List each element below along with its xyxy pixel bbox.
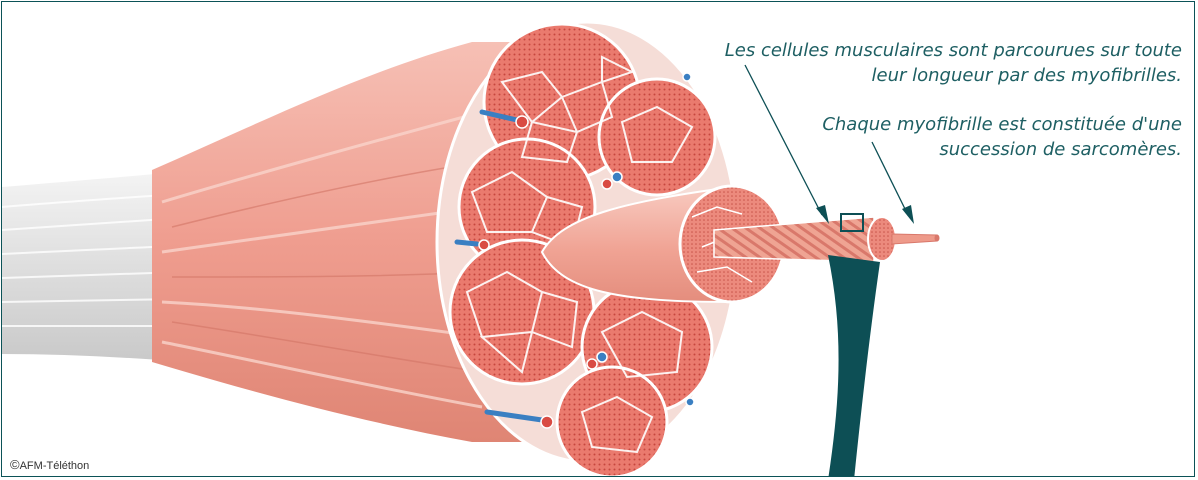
zoom-bracket: [828, 255, 880, 477]
copyright-icon: ©: [10, 457, 20, 472]
copyright-text: AFM-Téléthon: [20, 460, 90, 472]
annotation-myofibril: Chaque myofibrille est constituée d'une …: [822, 112, 1182, 162]
annotation-muscle-cells: Les cellules musculaires sont parcourues…: [725, 38, 1182, 88]
annotation-myofibril-line1: Chaque myofibrille est constituée d'une: [822, 112, 1182, 137]
annotation-myofibril-line2: succession de sarcomères.: [822, 137, 1182, 162]
annotation-muscle-cells-line1: Les cellules musculaires sont parcourues…: [725, 38, 1182, 63]
annotation-muscle-cells-line2: leur longueur par des myofibrilles.: [725, 63, 1182, 88]
copyright-notice: ©AFM-Téléthon: [10, 457, 89, 472]
